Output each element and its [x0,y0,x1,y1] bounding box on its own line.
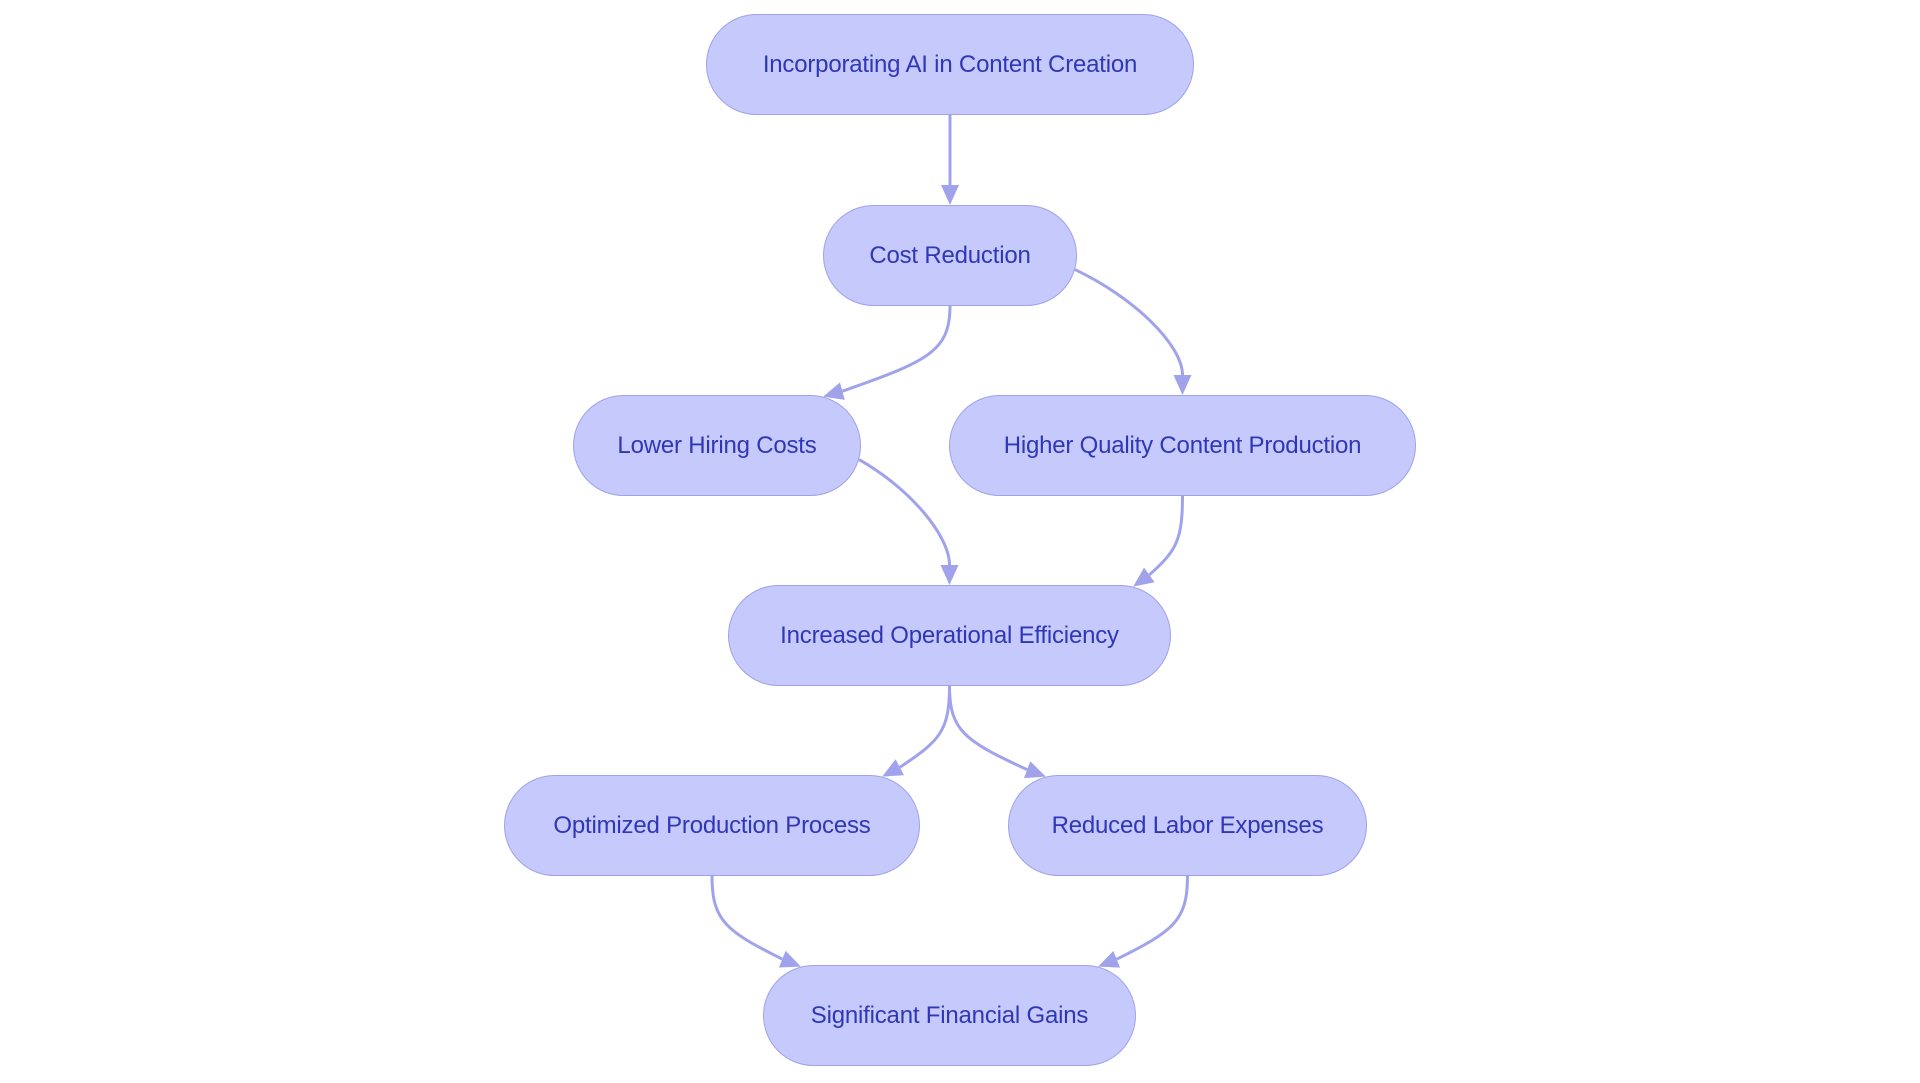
node-label: Optimized Production Process [553,811,871,839]
node-reduced-labor-expenses[interactable]: Reduced Labor Expenses [1008,775,1367,876]
arrowhead-icon [941,185,959,205]
node-lower-hiring-costs[interactable]: Lower Hiring Costs [573,395,861,496]
arrowhead-icon [1173,375,1192,395]
node-incorporating-ai[interactable]: Incorporating AI in Content Creation [706,14,1194,115]
edge-process-to-gains [710,875,783,961]
node-increased-operational-efficiency[interactable]: Increased Operational Efficiency [728,585,1171,686]
edge-quality-to-efficiency [1148,495,1184,577]
arrowhead-icon [940,565,959,585]
node-cost-reduction[interactable]: Cost Reduction [823,205,1077,306]
arrowhead-icon [823,382,845,400]
arrowhead-icon [882,759,905,777]
node-label: Reduced Labor Expenses [1051,811,1324,839]
edge-efficiency-to-labor [948,685,1028,772]
node-label: Incorporating AI in Content Creation [762,50,1138,78]
edge-hiring-to-efficiency [858,458,951,566]
edge-labor-to-gains [1116,875,1189,961]
node-label: Higher Quality Content Production [1003,431,1362,459]
node-label: Lower Hiring Costs [617,431,817,459]
arrowhead-icon [1133,567,1155,587]
node-label: Significant Financial Gains [810,1001,1089,1029]
node-optimized-production-process[interactable]: Optimized Production Process [504,775,920,876]
arrowhead-icon [778,950,801,968]
arrowhead-icon [1023,761,1046,779]
node-label: Cost Reduction [869,241,1031,269]
arrowhead-icon [1098,950,1121,968]
node-label: Increased Operational Efficiency [780,621,1119,649]
node-higher-quality-content[interactable]: Higher Quality Content Production [949,395,1416,496]
node-significant-financial-gains[interactable]: Significant Financial Gains [763,965,1136,1066]
edge-cost-to-hiring [841,305,952,393]
edge-cost-to-quality [1074,268,1184,376]
edge-efficiency-to-process [898,685,951,769]
